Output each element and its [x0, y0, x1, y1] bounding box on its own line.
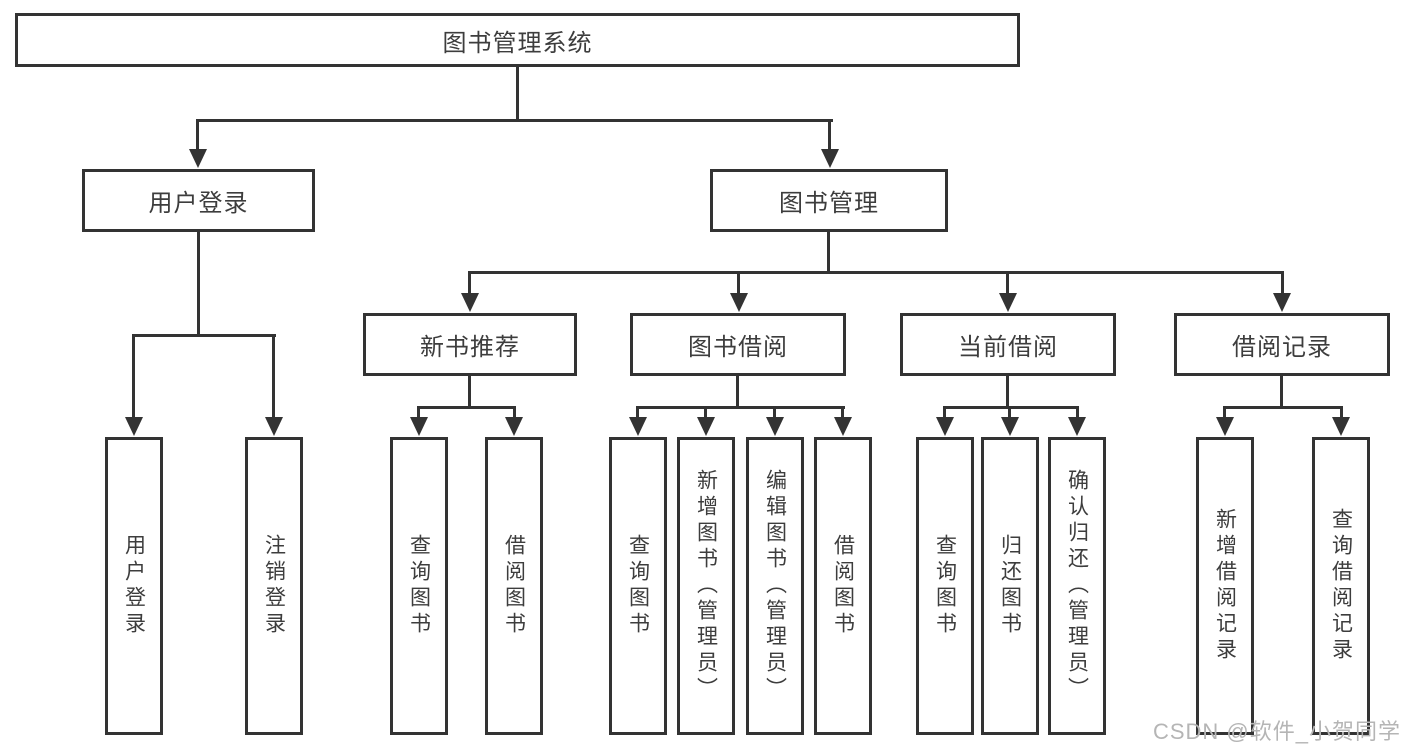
connector-line: [828, 119, 831, 153]
connector-line: [197, 232, 200, 337]
leaf-label: 注销登录: [262, 534, 286, 638]
node-borrowing-records-label: 借阅记录: [1232, 334, 1332, 361]
leaf-borrow-books: 借阅图书: [814, 437, 872, 735]
arrow-down-icon: [1332, 417, 1350, 436]
connector-line: [468, 271, 471, 296]
arrow-down-icon: [1273, 293, 1291, 312]
connector-line: [1223, 406, 1343, 409]
connector-line: [1008, 406, 1011, 420]
connector-line: [841, 406, 844, 420]
arrow-down-icon: [629, 417, 647, 436]
arrow-down-icon: [189, 149, 207, 168]
leaf-label: 借阅图书: [831, 534, 855, 638]
connector-line: [943, 406, 1079, 409]
node-user-login: 用户登录: [82, 169, 315, 232]
leaf-edit-books-admin: 编辑图书（管理员）: [746, 437, 804, 735]
node-new-book-recommend: 新书推荐: [363, 313, 577, 376]
connector-line: [197, 119, 833, 122]
arrow-down-icon: [766, 417, 784, 436]
connector-line: [1223, 406, 1226, 420]
leaf-query-books-borrowing: 查询图书: [609, 437, 667, 735]
connector-line: [1340, 406, 1343, 420]
arrow-down-icon: [410, 417, 428, 436]
connector-line: [417, 406, 516, 409]
arrow-down-icon: [461, 293, 479, 312]
node-borrowing-records: 借阅记录: [1174, 313, 1390, 376]
leaf-user-login: 用户登录: [105, 437, 163, 735]
leaf-borrow-books-recommend: 借阅图书: [485, 437, 543, 735]
connector-line: [1281, 271, 1284, 296]
connector-line: [1006, 375, 1009, 409]
watermark-text: CSDN @软件_小贺同学: [1152, 719, 1401, 744]
node-new-book-recommend-label: 新书推荐: [420, 334, 520, 361]
connector-line: [1076, 406, 1079, 420]
node-book-borrowing: 图书借阅: [630, 313, 846, 376]
connector-line: [132, 334, 135, 420]
arrow-down-icon: [125, 417, 143, 436]
arrow-down-icon: [1068, 417, 1086, 436]
arrow-down-icon: [1216, 417, 1234, 436]
leaf-label: 新增图书（管理员）: [694, 469, 718, 703]
arrow-down-icon: [936, 417, 954, 436]
connector-line: [1280, 375, 1283, 409]
leaf-label: 确认归还（管理员）: [1065, 469, 1089, 703]
leaf-label: 查询图书: [626, 534, 650, 638]
connector-line: [272, 334, 275, 420]
leaf-label: 用户登录: [122, 534, 146, 638]
leaf-label: 归还图书: [998, 534, 1022, 638]
node-book-management-label: 图书管理: [779, 190, 879, 217]
connector-line: [636, 406, 845, 409]
leaf-confirm-return-admin: 确认归还（管理员）: [1048, 437, 1106, 735]
connector-line: [417, 406, 420, 420]
connector-line: [636, 406, 639, 420]
connector-line: [737, 271, 740, 296]
node-book-borrowing-label: 图书借阅: [688, 334, 788, 361]
arrow-down-icon: [265, 417, 283, 436]
arrow-down-icon: [999, 293, 1017, 312]
node-user-login-label: 用户登录: [148, 190, 249, 217]
node-root-label: 图书管理系统: [442, 29, 593, 57]
leaf-query-books-current: 查询图书: [916, 437, 974, 735]
node-current-borrowing-label: 当前借阅: [958, 334, 1058, 361]
arrow-down-icon: [1001, 417, 1019, 436]
connector-line: [827, 232, 830, 274]
arrow-down-icon: [505, 417, 523, 436]
connector-line: [1006, 271, 1009, 296]
leaf-label: 查询借阅记录: [1329, 508, 1353, 664]
leaf-return-books: 归还图书: [981, 437, 1039, 735]
leaf-label: 借阅图书: [502, 534, 526, 638]
node-book-management: 图书管理: [710, 169, 948, 232]
node-current-borrowing: 当前借阅: [900, 313, 1116, 376]
connector-line: [513, 406, 516, 420]
connector-line: [132, 334, 276, 337]
connector-line: [943, 406, 946, 420]
connector-line: [468, 375, 471, 409]
connector-line: [516, 67, 519, 120]
arrow-down-icon: [834, 417, 852, 436]
connector-line: [773, 406, 776, 420]
leaf-query-borrow-record: 查询借阅记录: [1312, 437, 1370, 735]
leaf-label: 新增借阅记录: [1213, 508, 1237, 664]
connector-line: [196, 119, 199, 153]
arrow-down-icon: [821, 149, 839, 168]
leaf-label: 编辑图书（管理员）: [763, 469, 787, 703]
leaf-logout: 注销登录: [245, 437, 303, 735]
leaf-label: 查询图书: [407, 534, 431, 638]
connector-line: [704, 406, 707, 420]
arrow-down-icon: [697, 417, 715, 436]
leaf-query-books-recommend: 查询图书: [390, 437, 448, 735]
connector-line: [468, 271, 1284, 274]
leaf-label: 查询图书: [933, 534, 957, 638]
node-root: 图书管理系统: [15, 13, 1020, 67]
leaf-add-books-admin: 新增图书（管理员）: [677, 437, 735, 735]
leaf-add-borrow-record: 新增借阅记录: [1196, 437, 1254, 735]
connector-line: [736, 375, 739, 409]
arrow-down-icon: [730, 293, 748, 312]
